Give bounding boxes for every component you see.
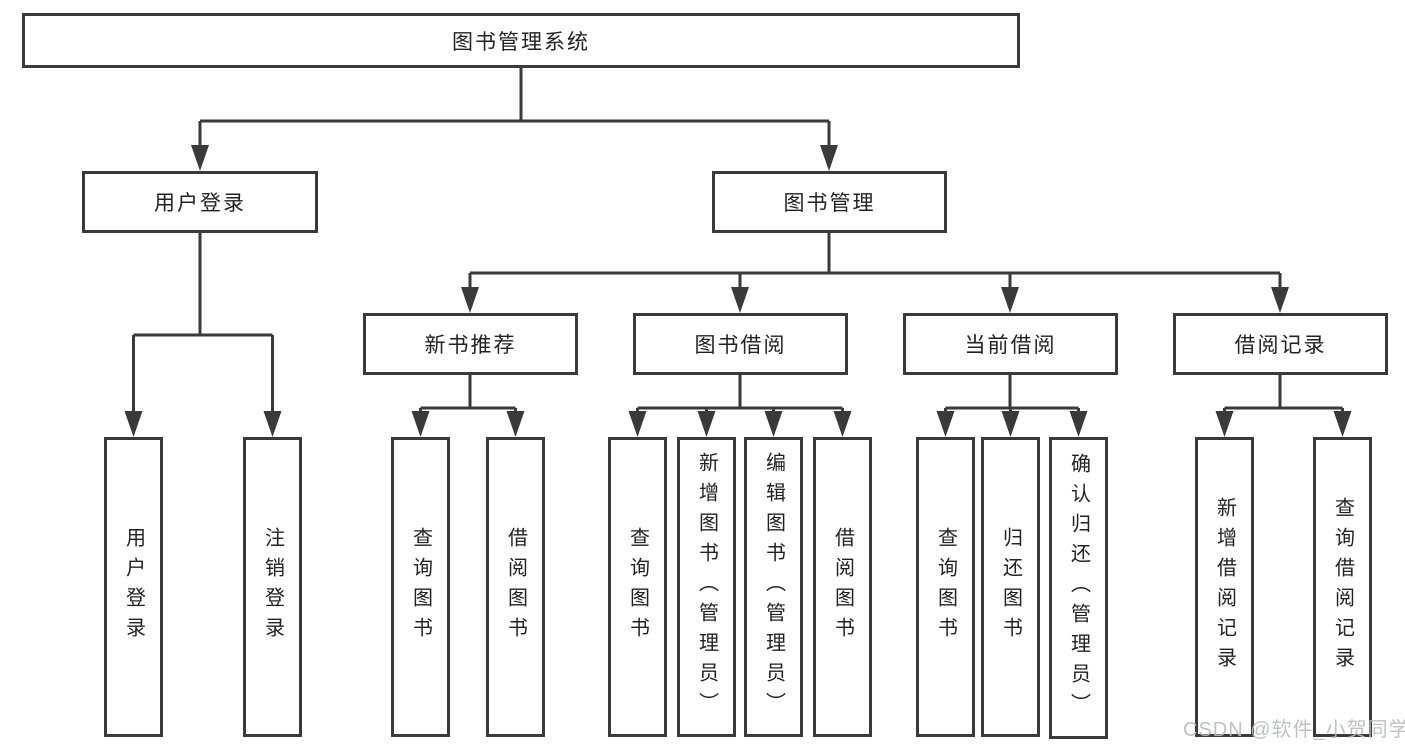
leaf-user-login: 用户登录: [104, 437, 163, 737]
leaf-edit-book-admin: 编辑图书（管理员）: [744, 437, 803, 737]
leaf-add-book-admin: 新增图书（管理员）: [677, 437, 736, 737]
leaf-borrow-books: 借阅图书: [813, 437, 872, 737]
edge-root-stem: [198, 67, 831, 148]
arrow-to-leaf-return: [1001, 411, 1020, 437]
arrow-to-borrow: [731, 287, 749, 313]
node-book-management: 图书管理: [712, 171, 947, 233]
csdn-watermark: CSDN @软件_小贺同学: [1183, 719, 1405, 741]
edges: [132, 67, 1344, 416]
arrow-to-leaf-user-login: [124, 411, 143, 437]
arrow-to-leaf-borrow-1: [506, 411, 525, 437]
node-current-borrow: 当前借阅: [903, 313, 1118, 375]
leaf-logout: 注销登录: [243, 437, 302, 737]
arrow-to-recommend: [461, 287, 479, 313]
arrow-to-leaf-borrow-2: [833, 411, 852, 437]
edge-records-subtree: [1223, 375, 1344, 416]
arrow-to-leaf-query-1: [411, 411, 430, 437]
edge-login-subtree: [132, 233, 274, 414]
edge-recommend-subtree: [419, 375, 517, 416]
arrow-to-management: [820, 145, 838, 171]
arrow-to-current: [1001, 287, 1019, 313]
edge-management-subtree: [468, 233, 1282, 290]
arrow-to-leaf-query-record: [1333, 411, 1352, 437]
leaf-query-books-current: 查询图书: [916, 437, 975, 737]
node-borrow-records: 借阅记录: [1173, 313, 1388, 375]
node-library-management-system: 图书管理系统: [22, 13, 1020, 68]
arrow-to-leaf-edit-book: [764, 411, 783, 437]
node-user-login: 用户登录: [82, 171, 318, 233]
node-new-book-recommend: 新书推荐: [363, 313, 578, 375]
arrow-to-leaf-confirm-return: [1069, 411, 1088, 437]
leaf-query-borrow-record: 查询借阅记录: [1313, 437, 1372, 737]
leaf-return-book: 归还图书: [981, 437, 1040, 737]
leaf-query-books-borrow: 查询图书: [608, 437, 667, 737]
arrow-to-leaf-add-record: [1215, 411, 1234, 437]
arrow-to-login: [191, 145, 209, 171]
arrow-to-leaf-add-book: [697, 411, 716, 437]
arrow-to-leaf-query-2: [628, 411, 647, 437]
leaf-confirm-return-admin: 确认归还（管理员）: [1049, 437, 1108, 739]
edge-borrow-subtree: [636, 375, 844, 416]
leaf-borrow-books-recommend: 借阅图书: [486, 437, 545, 737]
arrow-to-records: [1271, 287, 1289, 313]
arrowheads: [124, 145, 1352, 437]
leaf-add-borrow-record: 新增借阅记录: [1195, 437, 1254, 737]
arrow-to-leaf-logout: [263, 411, 282, 437]
node-book-borrow: 图书借阅: [633, 313, 848, 375]
arrow-to-leaf-query-3: [936, 411, 955, 437]
edge-current-subtree: [944, 375, 1080, 416]
leaf-query-books-recommend: 查询图书: [391, 437, 450, 737]
